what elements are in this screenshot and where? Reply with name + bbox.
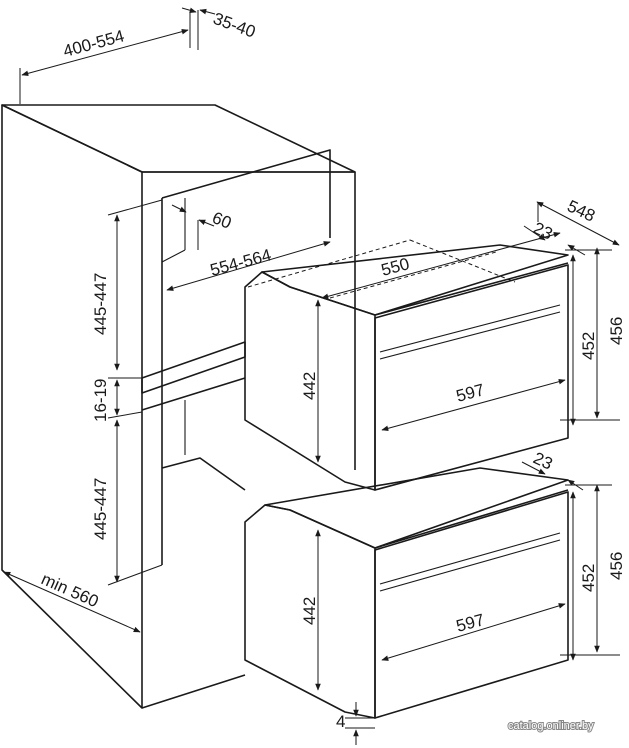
label-height-452-top: 452 xyxy=(579,332,598,360)
label-lower-niche-height: 445-447 xyxy=(91,478,110,540)
label-height-456-top: 456 xyxy=(607,317,626,345)
label-min-width: min 560 xyxy=(38,569,101,611)
label-width-597-bottom: 597 xyxy=(454,610,486,636)
label-upper-niche-height: 445-447 xyxy=(91,273,110,335)
label-panel-23-bottom: 23 xyxy=(530,448,555,473)
dimension-labels: 400-554 35-40 60 554-564 550 548 23 452 … xyxy=(38,9,626,731)
label-width-597-top: 597 xyxy=(454,380,486,406)
label-height-442-top: 442 xyxy=(300,372,319,400)
dimension-lines xyxy=(3,7,620,745)
label-bottom-gap: 4 xyxy=(336,712,345,731)
watermark: catalog.onliner.by xyxy=(507,719,595,733)
label-top-offset: 35-40 xyxy=(211,9,258,42)
upper-oven xyxy=(244,239,569,491)
watermark-text: catalog.onliner.by xyxy=(508,720,594,732)
label-gap-16-19: 16-19 xyxy=(91,379,110,422)
label-height-452-bottom: 452 xyxy=(579,564,598,592)
cabinet xyxy=(1,104,356,709)
label-depth-60: 60 xyxy=(210,208,235,233)
label-height-456-bottom: 456 xyxy=(607,552,626,580)
label-height-442-bottom: 442 xyxy=(300,597,319,625)
label-inner-depth: 554-564 xyxy=(208,245,273,280)
lower-oven xyxy=(244,467,569,719)
label-oven-depth-548: 548 xyxy=(564,196,598,225)
